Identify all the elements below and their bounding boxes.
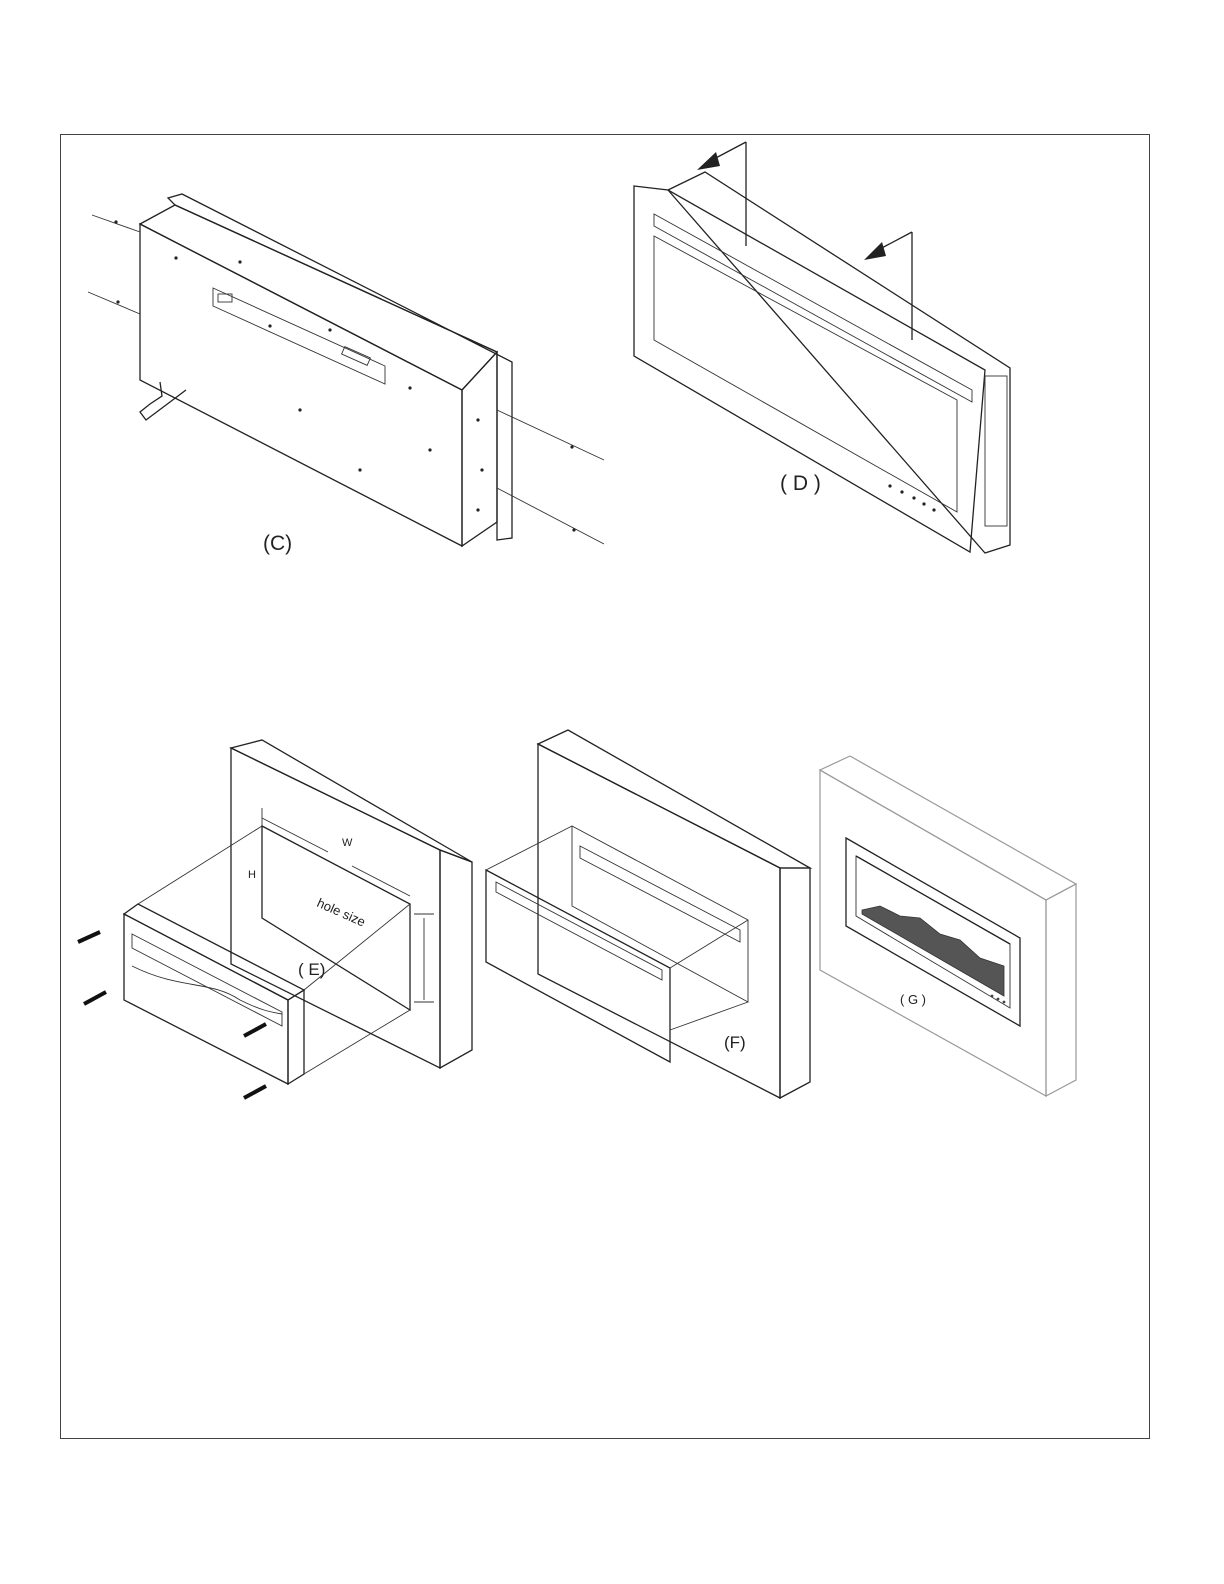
screw-line [497,410,604,460]
figure-f-label: (F) [724,1033,746,1052]
width-mark: W [342,837,353,849]
figure-c-label: (C) [263,532,292,555]
figure-f-wall-panel [486,730,810,1098]
figure-d-unit-front [634,142,1010,553]
figure-d-label: ( D ) [780,472,821,495]
figure-g-finished [820,756,1076,1096]
figure-c-unit-rear [88,194,604,546]
height-mark: H [248,869,256,881]
screw-line [88,292,140,314]
figure-e-label: ( E) [298,960,325,979]
figure-e-wall-cutout [78,740,472,1098]
hole-size-text: hole size [315,895,368,930]
screw-line [497,488,604,544]
figure-g-label: ( G ) [900,992,926,1007]
